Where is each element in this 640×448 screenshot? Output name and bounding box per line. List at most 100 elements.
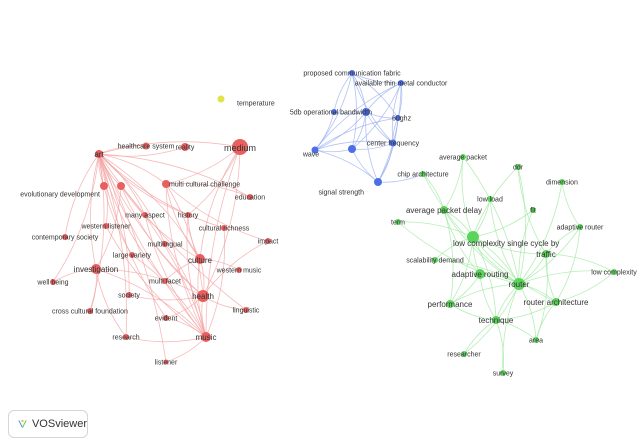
label-medium[interactable]: medium bbox=[224, 143, 256, 153]
node-art[interactable] bbox=[95, 150, 103, 158]
label-research[interactable]: research bbox=[112, 334, 139, 341]
node-western_listener[interactable] bbox=[103, 223, 109, 229]
label-western_music[interactable]: western music bbox=[216, 267, 262, 274]
node-crosscultural[interactable] bbox=[87, 308, 93, 314]
node-multilingual[interactable] bbox=[162, 241, 168, 247]
label-music[interactable]: music bbox=[196, 333, 217, 342]
node-history[interactable] bbox=[185, 212, 191, 218]
label-history[interactable]: history bbox=[178, 212, 199, 219]
node-evident[interactable] bbox=[163, 315, 169, 321]
node-chiparch[interactable] bbox=[420, 171, 426, 177]
label-culture[interactable]: culture bbox=[188, 256, 213, 265]
node-adaptiverouter[interactable] bbox=[577, 224, 583, 230]
node-medium[interactable] bbox=[232, 139, 248, 155]
label-mcc[interactable]: multi cultural challenge bbox=[169, 181, 240, 188]
node-western_music[interactable] bbox=[236, 267, 242, 273]
node-multifacet[interactable] bbox=[162, 278, 168, 284]
node-ddr[interactable] bbox=[515, 164, 521, 170]
node-listener[interactable] bbox=[163, 359, 169, 365]
label-router[interactable]: router bbox=[509, 280, 530, 289]
label-largevariety[interactable]: large variety bbox=[113, 252, 152, 259]
node-largevariety[interactable] bbox=[129, 252, 135, 258]
label-reality[interactable]: reality bbox=[176, 144, 195, 151]
label-survey[interactable]: survey bbox=[493, 370, 514, 377]
label-manyaspect[interactable]: many aspect bbox=[125, 212, 165, 219]
label-crosscultural[interactable]: cross cultural foundation bbox=[52, 308, 128, 315]
label-ghz[interactable]: 60ghz bbox=[392, 115, 412, 122]
node-scalability[interactable] bbox=[432, 257, 438, 263]
label-linguistic[interactable]: linguistic bbox=[233, 307, 260, 314]
label-multilingual[interactable]: multilingual bbox=[147, 241, 182, 248]
node-cultural_richness[interactable] bbox=[221, 225, 227, 231]
label-society[interactable]: society bbox=[118, 292, 140, 299]
label-apd[interactable]: average packet delay bbox=[406, 206, 482, 215]
node-research[interactable] bbox=[123, 334, 129, 340]
node-atmc[interactable] bbox=[398, 80, 404, 86]
node-lowcomplexity[interactable] bbox=[611, 269, 617, 275]
node-routerarch[interactable] bbox=[552, 298, 560, 306]
label-performance[interactable]: performance bbox=[428, 300, 473, 309]
label-fivedb[interactable]: 5db operational bandwidth bbox=[290, 109, 372, 116]
label-temperature[interactable]: temperature bbox=[237, 100, 275, 107]
node-area[interactable] bbox=[533, 337, 539, 343]
node-signalstrength[interactable] bbox=[374, 178, 382, 186]
label-researcher[interactable]: researcher bbox=[447, 351, 481, 358]
node-term[interactable] bbox=[395, 219, 401, 225]
vosviewer-badge[interactable]: VOSviewer bbox=[8, 410, 88, 438]
node-performance[interactable] bbox=[446, 300, 454, 308]
node-wellbeing[interactable] bbox=[50, 279, 56, 285]
node-health[interactable] bbox=[197, 290, 209, 302]
node-apd[interactable] bbox=[440, 206, 448, 214]
node-ghz[interactable] bbox=[395, 115, 401, 121]
node-impact[interactable] bbox=[265, 238, 271, 244]
node-education[interactable] bbox=[247, 194, 253, 200]
label-multifacet[interactable]: multi facet bbox=[149, 278, 181, 285]
label-averagepacket[interactable]: average packet bbox=[439, 154, 487, 161]
node-bluenode1[interactable] bbox=[348, 145, 356, 153]
label-pcf[interactable]: proposed communication fabric bbox=[303, 70, 401, 77]
node-dimension[interactable] bbox=[559, 179, 565, 185]
label-health[interactable]: health bbox=[192, 292, 214, 301]
node-centerfreq[interactable] bbox=[389, 139, 397, 147]
label-chiparch[interactable]: chip architecture bbox=[397, 171, 448, 178]
label-listener[interactable]: listener bbox=[155, 359, 178, 366]
label-investigation[interactable]: investigation bbox=[74, 265, 118, 274]
label-dimension[interactable]: dimension bbox=[546, 179, 578, 186]
node-bluenode2[interactable] bbox=[331, 109, 337, 115]
label-traffic[interactable]: traffic bbox=[536, 250, 555, 259]
label-adaptiverouting[interactable]: adaptive routing bbox=[452, 270, 509, 279]
label-education[interactable]: education bbox=[235, 194, 265, 201]
label-evident[interactable]: evident bbox=[155, 315, 178, 322]
node-mcc[interactable] bbox=[162, 180, 170, 188]
label-evolutionary[interactable]: evolutionary development bbox=[20, 191, 100, 198]
node-temperature[interactable] bbox=[217, 95, 225, 103]
node-contemporary[interactable] bbox=[62, 234, 68, 240]
node-culture[interactable] bbox=[195, 254, 205, 264]
node-wave[interactable] bbox=[311, 146, 319, 154]
label-area[interactable]: area bbox=[529, 337, 543, 344]
label-centerfreq[interactable]: center frequency bbox=[367, 140, 420, 147]
label-scalability[interactable]: scalability demand bbox=[406, 257, 464, 264]
label-lowcomplexity[interactable]: low complexity bbox=[591, 269, 637, 276]
node-traffic[interactable] bbox=[542, 250, 550, 258]
node-healthcare[interactable] bbox=[142, 142, 150, 150]
node-music[interactable] bbox=[201, 332, 211, 342]
label-lowload[interactable]: low load bbox=[477, 196, 503, 203]
node-fit[interactable] bbox=[530, 207, 536, 213]
label-wave[interactable]: wave bbox=[302, 151, 319, 158]
node-technique[interactable] bbox=[492, 316, 500, 324]
node-linguistic[interactable] bbox=[243, 307, 249, 313]
label-cultural_richness[interactable]: cultural richness bbox=[199, 225, 250, 232]
node-manyaspect[interactable] bbox=[142, 212, 148, 218]
node-averagepacket[interactable] bbox=[460, 154, 466, 160]
label-art[interactable]: art bbox=[94, 150, 104, 159]
node-evolutionary[interactable] bbox=[100, 182, 108, 190]
label-signalstrength[interactable]: signal strength bbox=[318, 189, 364, 196]
node-adaptiverouting[interactable] bbox=[475, 269, 485, 279]
node-investigation[interactable] bbox=[91, 264, 101, 274]
node-lowload[interactable] bbox=[487, 196, 493, 202]
label-adaptiverouter[interactable]: adaptive router bbox=[557, 224, 604, 231]
label-contemporary[interactable]: contemporary society bbox=[32, 234, 99, 241]
label-ddr[interactable]: ddr bbox=[513, 164, 524, 171]
